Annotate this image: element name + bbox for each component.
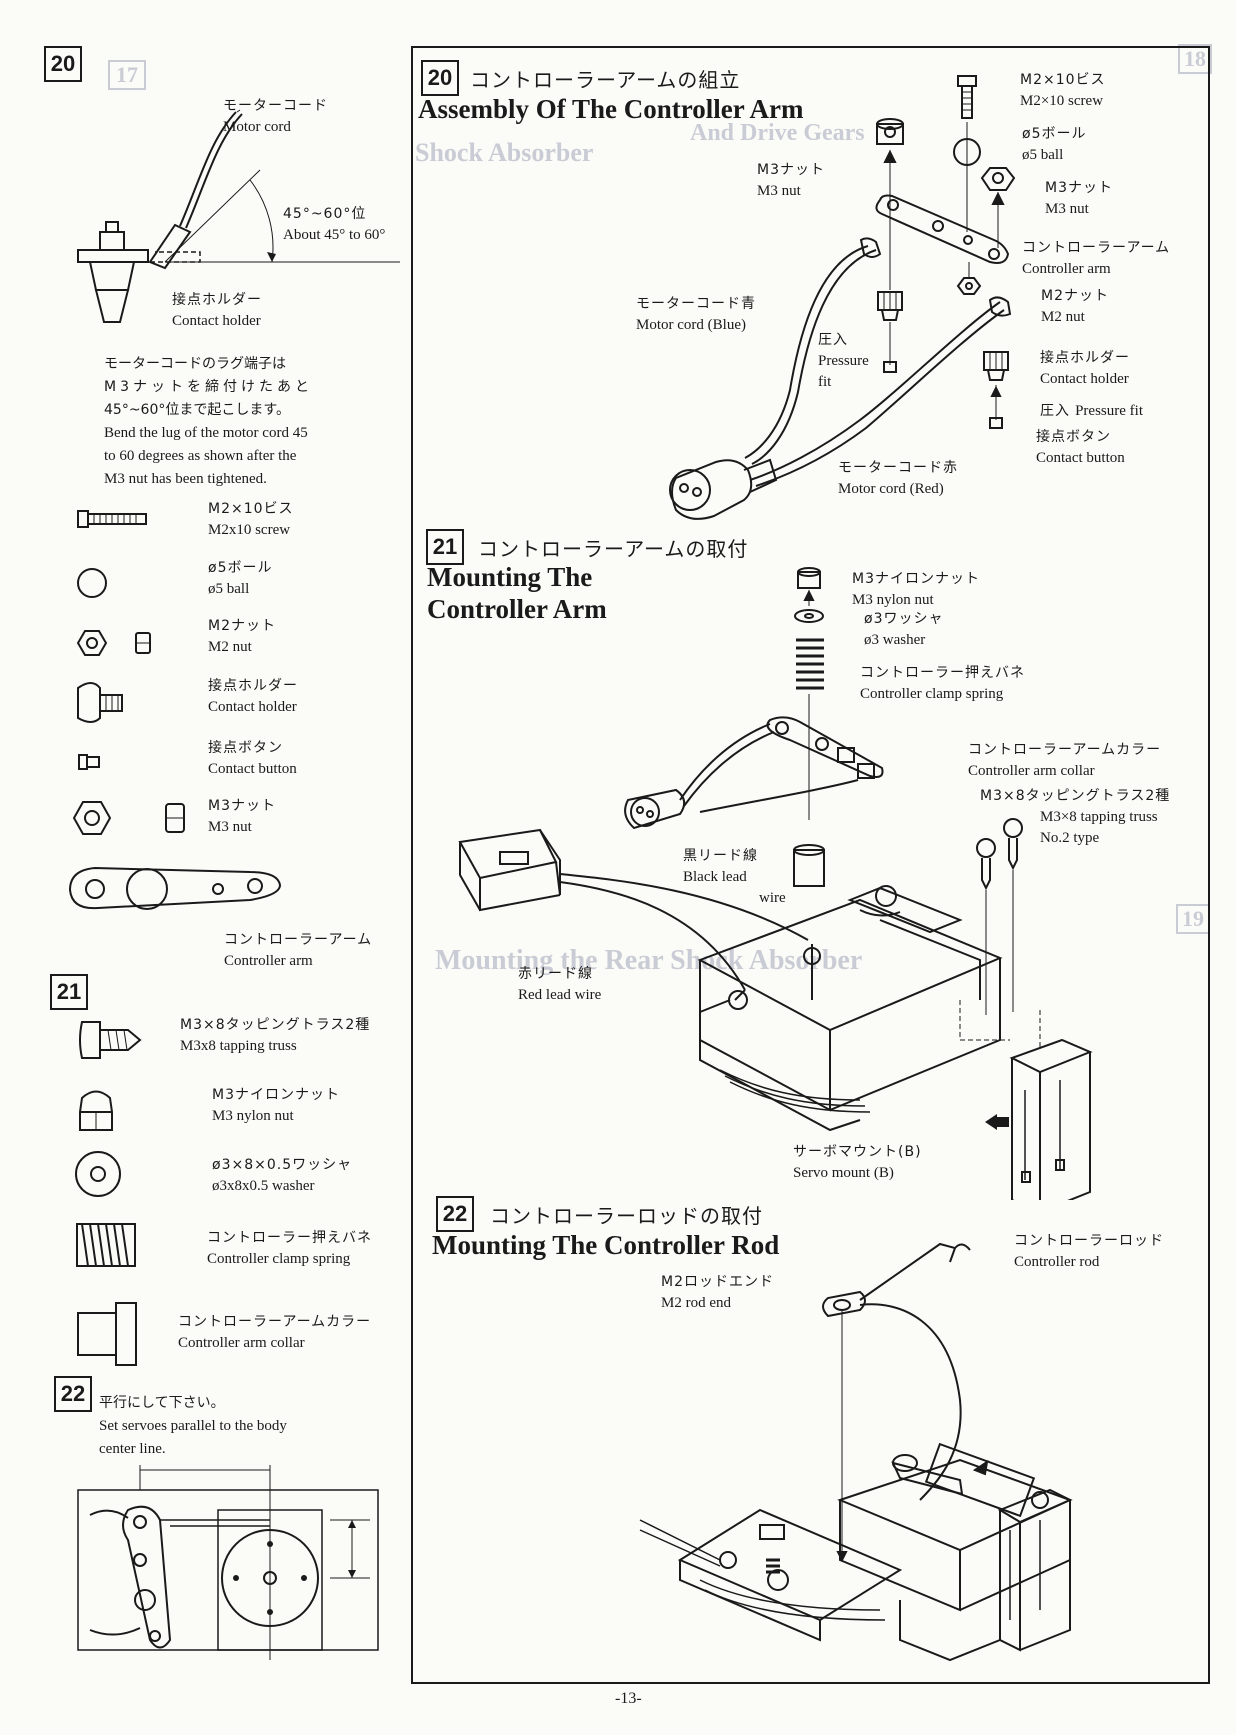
motor-cord-angle-diagram	[77, 109, 400, 323]
part-nylon-nut: M3ナイロンナット M3 nylon nut	[212, 1087, 340, 1124]
main-step-20-number: 20	[421, 60, 459, 96]
part-washer: ø3×8×0.5ワッシャ ø3x8x0.5 washer	[212, 1157, 353, 1194]
part-controller-arm: コントローラーアーム Controller arm	[224, 932, 373, 969]
label-contact-holder: 接点ホルダー Contact holder	[1040, 350, 1130, 387]
step-22-note: 平行にして下さい。 Set servoes parallel to the bo…	[99, 1395, 287, 1457]
part-contact-button: 接点ボタン Contact button	[208, 740, 297, 777]
label-controller-arm: コントローラーアーム Controller arm	[1022, 240, 1171, 277]
label-red-lead: 赤リード線 Red lead wire	[518, 966, 602, 1003]
nylon-nut-icon	[79, 1090, 113, 1131]
part-m2-screw: M2×10ビス M2x10 screw	[208, 501, 294, 538]
part-contact-holder: 接点ホルダー Contact holder	[208, 678, 298, 715]
main-step-21-title-en-2: Controller Arm	[427, 594, 607, 624]
part-arm-collar: コントローラーアームカラー Controller arm collar	[178, 1314, 372, 1351]
nut-icon	[76, 630, 151, 656]
step-20-note: モーターコードのラグ端子は M3ナットを締付けたあと 45°~60°位まで起こし…	[104, 356, 313, 487]
collar-icon	[77, 1302, 137, 1366]
step-21-number: 21	[50, 974, 88, 1010]
screw-icon	[77, 510, 147, 528]
ghost-text: And Drive Gears	[690, 120, 865, 146]
label-servo-mount: サーボマウント(B) Servo mount (B)	[793, 1144, 922, 1181]
ball-icon	[77, 568, 107, 598]
main-step-21-title-en-1: Mounting The	[427, 562, 593, 592]
part-ball: ø5ボール ø5 ball	[208, 560, 273, 597]
main-step-21-title-jp: コントローラーアームの取付	[478, 537, 749, 561]
label-clamp-spring: コントローラー押えバネ Controller clamp spring	[860, 665, 1025, 702]
label-washer: ø3ワッシャ ø3 washer	[864, 611, 944, 648]
part-m2-nut: M2ナット M2 nut	[208, 618, 276, 655]
main-step-21-number: 21	[426, 529, 464, 565]
contact-button-icon	[78, 754, 100, 770]
step-20-parts-icons	[68, 510, 282, 910]
label-tapping-truss: M3×8タッピングトラス2種 M3×8 tapping truss No.2 t…	[980, 788, 1171, 846]
main-step-22-title-en: Mounting The Controller Rod	[432, 1230, 780, 1260]
label-m2-screw: M2×10ビス M2×10 screw	[1020, 72, 1106, 109]
main-step-22-number: 22	[436, 1196, 474, 1232]
main-step-22-title-jp: コントローラーロッドの取付	[490, 1204, 763, 1228]
part-m3-nut: M3ナット M3 nut	[208, 798, 276, 835]
label-nylon-nut: M3ナイロンナット M3 nylon nut	[852, 571, 980, 608]
ghost-text: Mounting the Rear Shock Absorber	[435, 945, 863, 976]
controller-arm-mounting-diagram	[458, 567, 1093, 1200]
step-20-number: 20	[44, 46, 82, 82]
ghost-text: Shock Absorber	[415, 138, 594, 167]
washer-icon	[75, 1151, 121, 1197]
spring-icon	[76, 1223, 136, 1267]
main-step-20-title-en: Assembly Of The Controller Arm	[418, 94, 804, 124]
label-motor-cord-blue: モーターコード青 Motor cord (Blue)	[636, 296, 756, 333]
controller-arm-assembly-diagram	[669, 75, 1016, 520]
label-m3-nut-left: M3ナット M3 nut	[757, 162, 825, 199]
label-ball: ø5ボール ø5 ball	[1022, 126, 1087, 163]
contact-holder-icon	[77, 682, 123, 723]
controller-arm-icon	[68, 866, 282, 910]
main-instruction-box	[411, 46, 1210, 1684]
contact-holder-label: 接点ホルダー Contact holder	[172, 292, 262, 329]
label-m2-nut: M2ナット M2 nut	[1041, 288, 1109, 325]
label-m3-nut-right: M3ナット M3 nut	[1045, 180, 1113, 217]
angle-label: 45°~60°位 About 45° to 60°	[283, 206, 386, 243]
part-clamp-spring: コントローラー押えバネ Controller clamp spring	[207, 1230, 372, 1267]
label-black-lead: 黒リード線 Black lead wire	[683, 848, 786, 906]
page-number: -13-	[615, 1690, 642, 1707]
ghost-number: 17	[108, 60, 146, 90]
servo-parallel-diagram	[77, 1465, 379, 1660]
label-pressure-fit-left: 圧入 Pressure fit	[818, 332, 869, 390]
label-contact-button: 接点ボタン Contact button	[1036, 429, 1125, 466]
label-motor-cord-red: モーターコード赤 Motor cord (Red)	[838, 460, 958, 497]
label-controller-rod: コントローラーロッド Controller rod	[1014, 1233, 1164, 1270]
label-pressure-fit-right: 圧入 Pressure fit	[1040, 403, 1143, 419]
motor-cord-label: モーターコード Motor cord	[223, 98, 328, 135]
step-21-parts-icons	[75, 1021, 142, 1366]
ghost-number: 18	[1178, 44, 1212, 74]
tapping-screw-icon	[79, 1021, 142, 1059]
main-step-20-title-jp: コントローラーアームの組立	[470, 68, 741, 92]
part-tapping-truss: M3×8タッピングトラス2種 M3x8 tapping truss	[180, 1017, 371, 1054]
nut-icon	[72, 801, 185, 835]
label-rod-end: M2ロッドエンド M2 rod end	[661, 1274, 774, 1311]
step-22-number: 22	[54, 1376, 92, 1412]
label-arm-collar: コントローラーアームカラー Controller arm collar	[968, 742, 1162, 779]
